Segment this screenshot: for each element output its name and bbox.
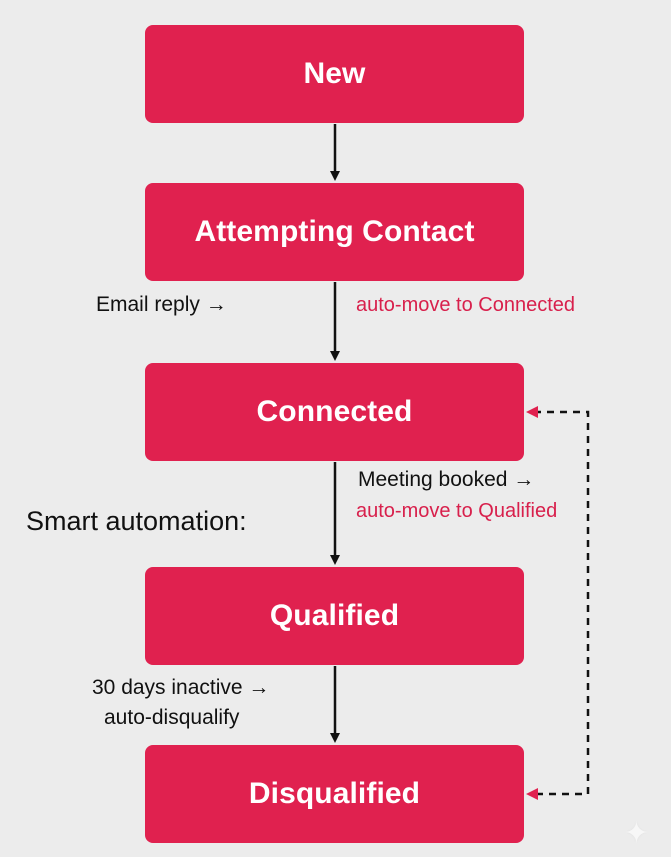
- stage-attempting-contact: Attempting Contact: [145, 183, 524, 281]
- dashed-loop-line: [536, 410, 590, 796]
- smart-automation-label: Smart automation:: [26, 506, 247, 536]
- stage-attempting-contact-label: Attempting Contact: [194, 215, 475, 248]
- stage-new-label: New: [303, 57, 366, 90]
- meeting-booked-label: Meeting booked →: [358, 468, 535, 491]
- stage-disqualified: Disqualified: [145, 745, 524, 843]
- stage-new: New: [145, 25, 524, 123]
- loop-arrowhead-connected: [526, 406, 538, 418]
- auto-move-connected-label: auto-move to Connected: [356, 294, 576, 316]
- inactive-days-label: 30 days inactive →: [92, 676, 270, 699]
- stage-connected: Connected: [145, 363, 524, 461]
- stage-qualified-label: Qualified: [269, 599, 400, 632]
- sparkle-icon: ✦: [623, 817, 649, 850]
- loop-arrowhead-disqualified: [526, 788, 538, 800]
- email-reply-label: Email reply →: [96, 293, 227, 316]
- stage-disqualified-label: Disqualified: [248, 777, 421, 810]
- stage-connected-label: Connected: [256, 395, 413, 428]
- auto-disqualify-label: auto-disqualify: [104, 706, 240, 729]
- stage-qualified: Qualified: [145, 567, 524, 665]
- auto-move-qualified-label: auto-move to Qualified: [356, 500, 558, 522]
